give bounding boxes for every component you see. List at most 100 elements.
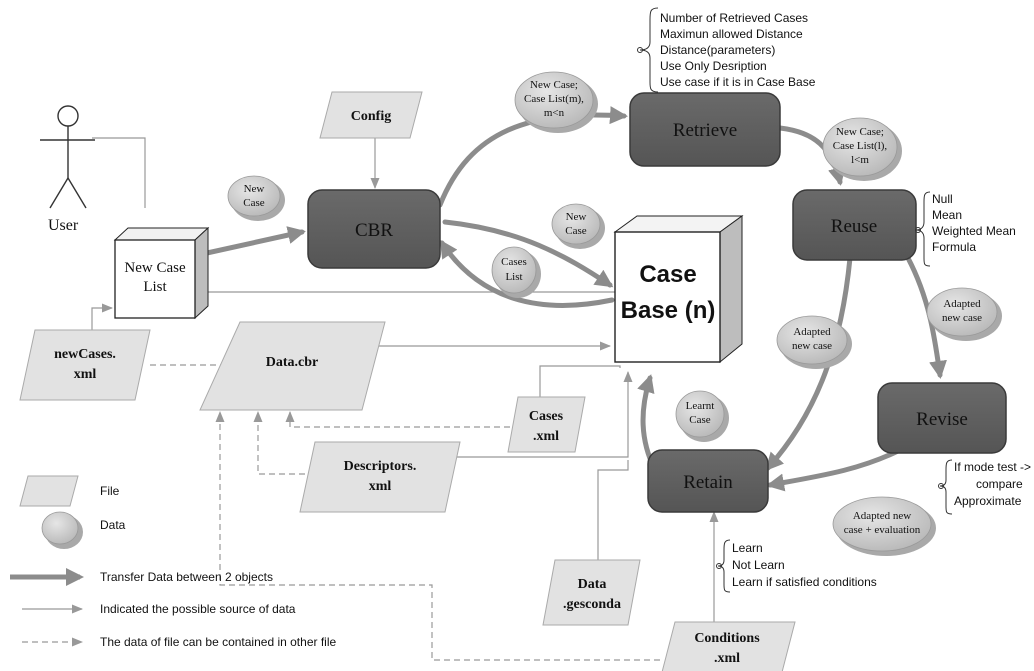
retrieve-param-3: Distance(parameters) xyxy=(660,43,775,57)
retrieve-label: Retrieve xyxy=(673,120,737,141)
data-new-case-casebase-line2: Case xyxy=(565,225,587,237)
retrieve-param-1: Number of Retrieved Cases xyxy=(660,11,808,25)
data-adapted-revise: Adapted new case xyxy=(926,287,1002,341)
file-cases-xml: Cases .xml xyxy=(507,396,586,453)
gesconda-line2: .gesconda xyxy=(563,597,621,612)
data-learnt-line2: Case xyxy=(689,414,711,426)
data-retrieve-input-line2: Case List(m), xyxy=(524,93,584,105)
cases-to-datacbr-dashed xyxy=(285,411,510,428)
new-case-list-box: New Case List xyxy=(113,226,210,320)
process-retain: Retain xyxy=(647,449,769,513)
reuse-param-4: Formula xyxy=(932,240,976,254)
data-adapted-eval-line2: case + evaluation xyxy=(844,524,921,536)
cases-to-casebase-arrow xyxy=(539,365,621,408)
file-data-gesconda: Data .gesconda xyxy=(542,559,641,626)
data-retrieve-input-line3: m<n xyxy=(544,107,565,119)
file-descriptors-xml: Descriptors. xml xyxy=(299,441,461,513)
data-retrieve-input-line1: New Case; xyxy=(530,79,578,91)
cases-line1: Cases xyxy=(529,409,564,424)
list-to-cbr-arrow xyxy=(195,226,306,258)
revise-to-retain-arrow xyxy=(766,447,903,492)
legend-file-label: File xyxy=(100,484,120,498)
process-revise: Revise xyxy=(877,382,1007,454)
revise-label: Revise xyxy=(916,409,968,430)
data-reuse-input-line2: Case List(l), xyxy=(833,140,888,152)
data-cases-list-line2: List xyxy=(505,271,522,283)
case-base-line1: Case xyxy=(639,261,696,288)
data-reuse-input: New Case; Case List(l), l<m xyxy=(822,117,902,181)
data-learnt-line1: Learnt xyxy=(686,400,715,412)
file-conditions-xml: Conditions .xml xyxy=(661,621,796,671)
file-config: Config xyxy=(319,91,423,139)
user-actor xyxy=(40,105,95,209)
legend-transfer-label: Transfer Data between 2 objects xyxy=(100,570,273,584)
conditions-line1: Conditions xyxy=(694,631,760,646)
retain-params-note: Learn Not Learn Learn if satisfied condi… xyxy=(716,539,877,593)
data-adapted-eval-line1: Adapted new xyxy=(853,510,911,522)
data-reuse-input-line3: l<m xyxy=(851,154,869,166)
descriptors-to-datacbr-dashed xyxy=(253,411,315,475)
data-adapted-retain: Adapted new case xyxy=(776,315,852,369)
reuse-label: Reuse xyxy=(831,216,877,237)
descriptors-line2: xml xyxy=(369,479,392,494)
process-retrieve: Retrieve xyxy=(629,92,781,167)
file-data-cbr: Data.cbr xyxy=(199,321,386,411)
legend-transfer: Transfer Data between 2 objects xyxy=(10,568,273,587)
cases-line2: .xml xyxy=(533,429,559,444)
data-new-case-cbr: New Case xyxy=(227,175,285,221)
retain-label: Retain xyxy=(683,472,733,493)
newcases-line2: xml xyxy=(74,367,97,382)
retrieve-param-4: Use Only Desription xyxy=(660,59,767,73)
legend-source-label: Indicated the possible source of data xyxy=(100,602,296,616)
newcases-to-list-arrow xyxy=(91,303,113,330)
legend-data-label: Data xyxy=(100,518,126,532)
file-newcases-xml: newCases. xml xyxy=(19,329,151,401)
process-cbr: CBR xyxy=(307,189,441,269)
data-new-case-casebase-line1: New xyxy=(566,211,587,223)
new-case-list-line1: New Case xyxy=(124,260,186,276)
retain-param-3: Learn if satisfied conditions xyxy=(732,575,877,589)
legend-data: Data xyxy=(41,511,126,549)
data-new-case-cbr-line1: New xyxy=(244,183,265,195)
retain-param-1: Learn xyxy=(732,541,763,555)
data-adapted-revise-line1: Adapted xyxy=(943,298,981,310)
conditions-line2: .xml xyxy=(714,651,740,666)
cbr-label: CBR xyxy=(355,220,393,241)
new-case-list-line2: List xyxy=(143,279,167,295)
legend-file: File xyxy=(19,475,120,507)
cbr-to-casebase-arrow xyxy=(442,219,614,288)
data-new-case-cbr-line2: Case xyxy=(243,197,265,209)
datacbr-label: Data.cbr xyxy=(266,355,319,370)
retrieve-params-note: Number of Retrieved Cases Maximun allowe… xyxy=(637,7,816,93)
user-link-line xyxy=(92,137,146,208)
process-reuse: Reuse xyxy=(792,189,917,261)
revise-param-1: If mode test -> xyxy=(954,460,1031,474)
descriptors-to-casebase-arrow xyxy=(455,371,633,458)
data-adapted-revise-line2: new case xyxy=(942,312,982,324)
newcases-line1: newCases. xyxy=(54,347,116,362)
case-base-box: Case Base (n) xyxy=(613,215,744,364)
reuse-param-3: Weighted Mean xyxy=(932,224,1016,238)
legend-source: Indicated the possible source of data xyxy=(22,602,296,616)
data-adapted-evaluation: Adapted new case + evaluation xyxy=(832,496,936,556)
config-label: Config xyxy=(351,109,391,124)
case-base-line2: Base (n) xyxy=(621,297,716,324)
legend-contained: The data of file can be contained in oth… xyxy=(22,635,336,649)
casebase-to-cbr-arrow xyxy=(439,239,615,308)
data-adapted-retain-line2: new case xyxy=(792,340,832,352)
conditions-to-datacbr-dashed xyxy=(215,411,660,661)
legend-contained-label: The data of file can be contained in oth… xyxy=(100,635,336,649)
data-retrieve-input: New Case; Case List(m), m<n xyxy=(514,71,598,133)
reuse-param-1: Null xyxy=(932,192,953,206)
data-learnt-case: Learnt Case xyxy=(675,390,729,442)
data-cases-list-line1: Cases xyxy=(501,256,527,268)
gesconda-to-casebase-line xyxy=(597,460,629,560)
revise-param-2: compare xyxy=(976,477,1023,491)
user-label: User xyxy=(48,217,79,234)
reuse-param-2: Mean xyxy=(932,208,962,222)
legend: File Data Transfer Data between 2 object… xyxy=(10,475,336,649)
data-adapted-retain-line1: Adapted xyxy=(793,326,831,338)
revise-param-3: Approximate xyxy=(954,494,1022,508)
revise-params-note: If mode test -> compare Approximate xyxy=(938,459,1031,515)
gesconda-line1: Data xyxy=(578,577,607,592)
